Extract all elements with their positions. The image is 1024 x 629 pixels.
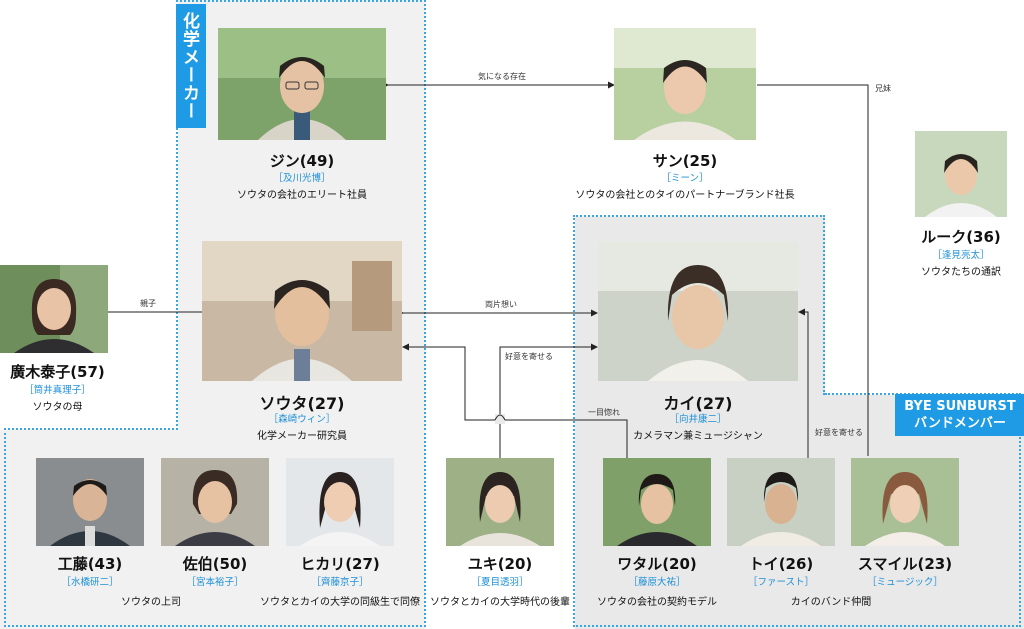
rel-label-souta-kai: 両片想い [485,300,517,309]
san-photo [614,28,756,140]
san-name: サン(25) [652,152,718,170]
band-group-border-lower [573,393,1021,627]
souta-name: ソウタ(27) [259,394,345,413]
jin-actor: ［及川光博］ [273,173,331,184]
kai-role: カメラマン兼ミュージシャン [633,431,763,442]
toi-name: トイ(26) [748,555,814,573]
toi-photo [727,458,835,546]
kai-photo [598,241,798,381]
smile-actor: ［ミュージック］ [867,577,943,588]
wataru-role: ソウタの会社の契約モデル [597,597,717,608]
wataru-name: ワタル(20) [617,555,697,573]
hiroki-actor: ［筒井真理子］ [24,385,91,396]
saeki-name: 佐伯(50) [182,555,248,573]
saeki-photo [161,458,269,546]
jin-name: ジン(49) [269,152,335,170]
smile-photo [851,458,959,546]
line-toi-kai [798,308,809,458]
chem-group-label: 化学メーカー [176,4,206,128]
band-group-border-upper [573,215,825,395]
kai-name: カイ(27) [663,394,733,413]
chem-group-border-upper [176,0,426,430]
hiroki-role: ソウタの母 [32,402,83,413]
kudo-name: 工藤(43) [57,555,123,573]
jin-photo [218,28,386,140]
hikari-role: ソウタとカイの大学の同級生で同僚 [260,597,420,608]
band-group-label-line2: バンドメンバー [914,416,1006,431]
san-actor: ［ミーン］ [661,173,709,184]
saeki-actor: ［宮本裕子］ [186,577,244,588]
kai-actor: ［向井康二］ [669,414,727,425]
hikari-actor: ［齊藤京子］ [311,577,369,588]
smile-name: スマイル(23) [857,555,953,573]
rel-label-jin-san: 気になる存在 [478,72,526,81]
hikari-name: ヒカリ(27) [300,555,380,573]
yuki-name: ユキ(20) [467,555,533,573]
line-wataru-souta [402,343,628,458]
toi-actor: ［ファースト］ [747,577,815,588]
line-san-smile [757,84,869,456]
yuki-role: ソウタとカイの大学時代の後輩 [430,597,570,608]
yuki-actor: ［夏目透羽］ [471,577,529,588]
souta-photo [202,241,402,381]
hiroki-name: 廣木泰子(57) [10,363,105,381]
wataru-photo [603,458,711,546]
luke-role: ソウタたちの通訳 [921,267,1001,278]
wataru-actor: ［藤原大祐］ [628,577,686,588]
luke-name: ルーク(36) [921,228,1001,246]
luke-photo [915,131,1007,217]
luke-actor: ［逢見亮太］ [932,250,990,261]
yuki-photo [446,458,554,546]
jin-role: ソウタの会社のエリート社員 [237,190,367,201]
souta-actor: ［森崎ウィン］ [268,414,336,425]
hiroki-photo [0,265,108,353]
rel-label-wataru-kai: 一目惚れ [588,408,620,417]
kudo-photo [36,458,144,546]
band-group-label-line1: BYE SUNBURST [904,399,1016,414]
band-group-label: BYE SUNBURST バンドメンバー [895,394,1024,436]
kudo-role: ソウタの上司 [121,597,181,608]
rel-label-san-smile: 兄妹 [875,84,891,93]
rel-label-yuki-souta: 好意を寄せる [505,352,553,361]
souta-role: 化学メーカー研究員 [257,431,347,442]
rel-label-toi-kai: 好意を寄せる [815,428,863,437]
chem-group-border-lower [4,428,426,627]
rel-label-mother: 親子 [140,299,156,308]
hikari-photo [286,458,394,546]
kudo-actor: ［水橋研二］ [61,577,119,588]
chem-group-border-step [4,428,178,430]
san-role: ソウタの会社とのタイのパートナーブランド社長 [575,190,795,201]
band-shared-role: カイのバンド仲間 [790,597,872,608]
line-yuki-souta [499,343,598,458]
